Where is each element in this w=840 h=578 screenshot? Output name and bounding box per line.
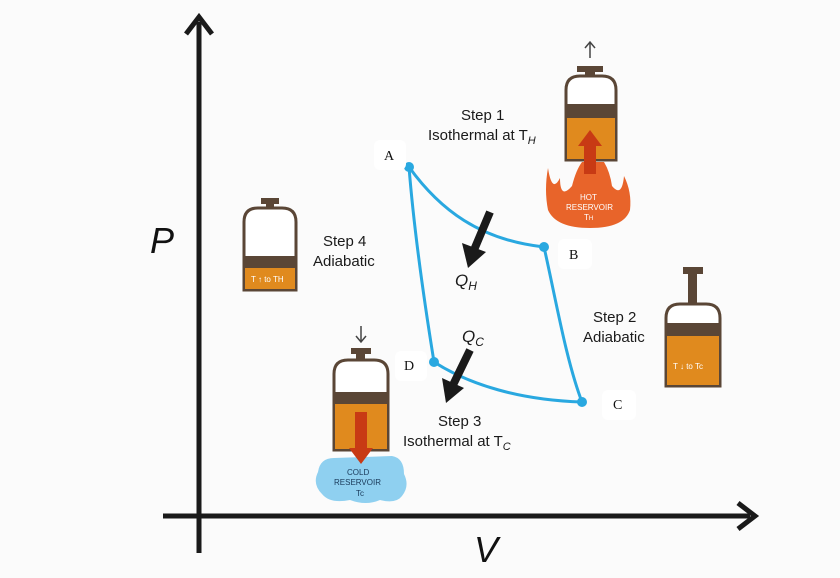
cold-reservoir: COLD RESERVOIR Tc xyxy=(315,412,407,503)
point-a-label: A xyxy=(384,149,395,164)
hot-reservoir-line2: RESERVOIR xyxy=(566,203,613,212)
point-b-marker xyxy=(539,242,549,252)
point-c-label: C xyxy=(613,398,622,413)
step2-piston-label: T ↓ to Tc xyxy=(673,362,703,371)
axes: P V xyxy=(150,12,760,570)
step2-title: Step 2 xyxy=(593,309,636,326)
step3-piston xyxy=(332,326,390,452)
step4-piston-label: T ↑ to TH xyxy=(251,275,284,284)
carnot-cycle-path xyxy=(404,162,587,407)
step4-title: Step 4 xyxy=(323,233,366,250)
cold-reservoir-line1: COLD xyxy=(347,468,369,477)
point-labels: A B C D xyxy=(374,140,636,420)
point-d-label: D xyxy=(404,359,414,374)
cold-reservoir-line2: RESERVOIR xyxy=(334,478,381,487)
qc-arrow xyxy=(442,348,474,403)
point-c-marker xyxy=(577,397,587,407)
step1-desc: Isothermal at TH xyxy=(428,127,536,147)
step2-adiabat-curve xyxy=(542,246,584,403)
step2-desc: Adiabatic xyxy=(583,329,645,346)
qh-arrow xyxy=(462,210,494,268)
x-axis-label: V xyxy=(474,529,501,570)
x-axis-arrowhead xyxy=(736,501,760,531)
step2-piston: T ↓ to Tc xyxy=(664,267,722,388)
step1-piston xyxy=(564,40,618,162)
step4-adiabat-curve xyxy=(407,166,436,363)
hot-reservoir: HOT RESERVOIR TH xyxy=(546,130,631,228)
point-a-marker xyxy=(404,162,414,172)
y-axis-arrowhead xyxy=(184,12,214,36)
step1-title: Step 1 xyxy=(461,107,504,124)
hot-reservoir-line3: TH xyxy=(584,213,593,222)
hot-reservoir-line1: HOT xyxy=(580,193,597,202)
step3-desc: Isothermal at TC xyxy=(403,433,511,453)
qc-label: QC xyxy=(462,327,484,349)
step1-isotherm-curve xyxy=(407,166,545,249)
point-b-label: B xyxy=(569,248,578,263)
qh-label: QH xyxy=(455,271,477,293)
step4-desc: Adiabatic xyxy=(313,253,375,270)
step4-piston: T ↑ to TH xyxy=(242,198,298,292)
y-axis-label: P xyxy=(150,220,174,261)
step3-isotherm-curve xyxy=(433,360,583,404)
step3-title: Step 3 xyxy=(438,413,481,430)
point-d-marker xyxy=(429,357,439,367)
cold-reservoir-line3: Tc xyxy=(356,489,364,498)
